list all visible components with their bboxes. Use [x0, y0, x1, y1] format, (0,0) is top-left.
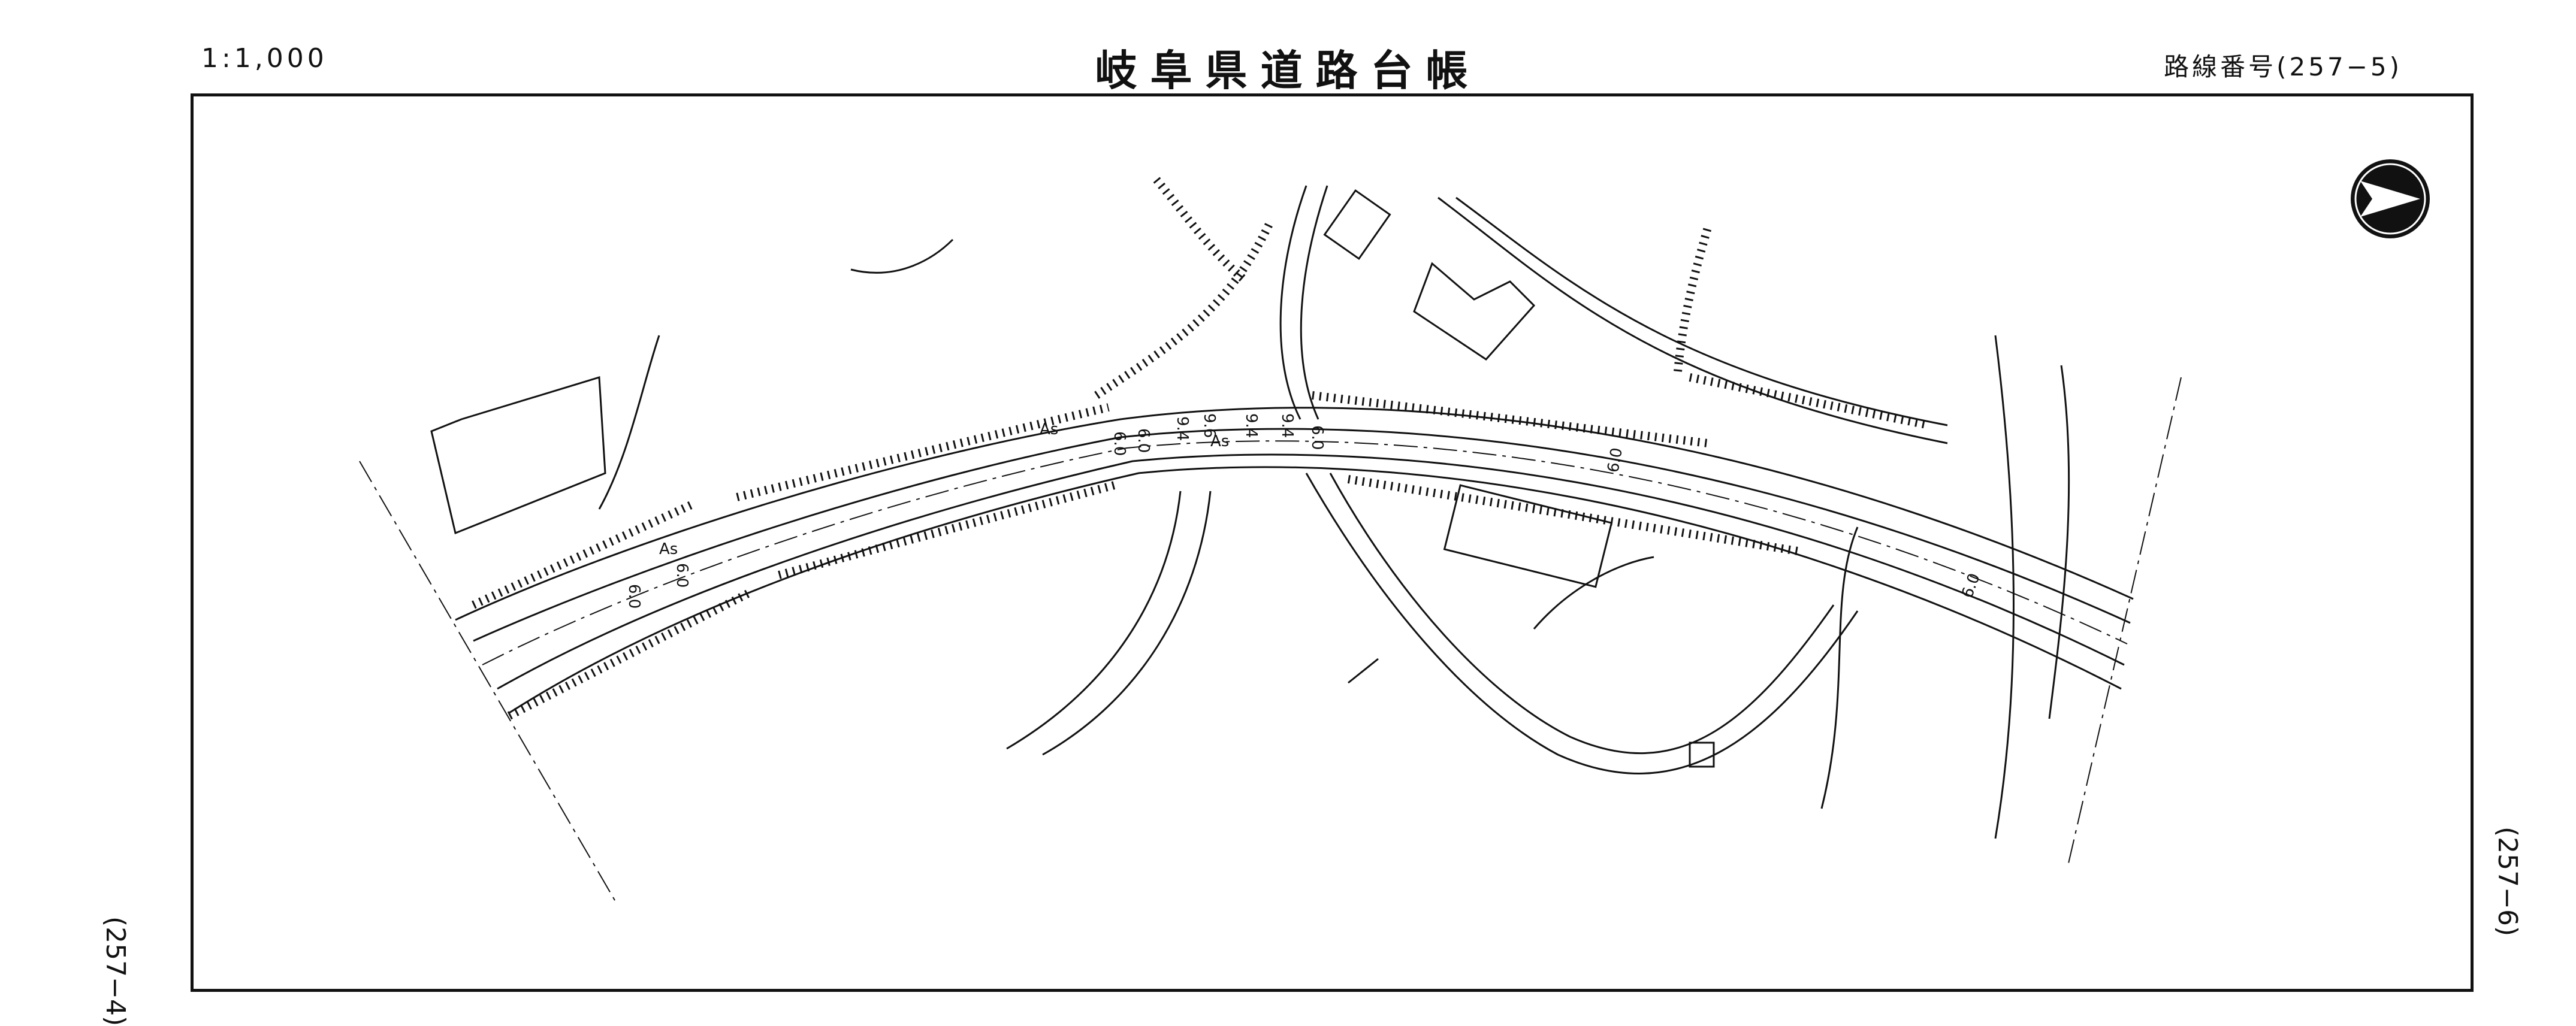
width-label: 6.0	[1958, 571, 1983, 600]
building	[1413, 262, 1536, 361]
left-boundary	[359, 461, 618, 905]
building	[1323, 189, 1391, 261]
width-label: 6.0	[625, 584, 643, 609]
main-road-south-edge	[509, 466, 2122, 714]
loop-road-inner	[1329, 473, 1835, 755]
building	[1689, 741, 1715, 768]
width-label: 6.0	[1134, 428, 1152, 453]
width-label: 6.0	[673, 563, 691, 588]
page-title: 岐阜県道路台帳	[1095, 46, 1481, 95]
right-boundary	[2067, 377, 2182, 869]
main-road-north-edge	[455, 407, 2134, 621]
width-label: 9.6	[1200, 413, 1218, 438]
surface-label: As	[659, 540, 678, 558]
surface-label: As	[1040, 420, 1058, 438]
map-scale: 1:1,000	[201, 43, 328, 74]
width-label: 9.4	[1278, 413, 1296, 438]
surface-label: As	[1210, 432, 1229, 450]
width-label: 9.4	[1242, 413, 1260, 438]
loop-road-outer	[1305, 473, 1859, 774]
width-label: 9.4	[1173, 416, 1191, 441]
building	[1443, 484, 1613, 588]
main-road-inner-north	[473, 428, 2131, 642]
main-road-centerline	[482, 440, 2128, 665]
route-number: 路線番号(257−5)	[2164, 52, 2402, 81]
road-map: 6.0 6.0 6.0 6.0 9.4 9.6 9.4 9.4 6.0 6.0 …	[359, 177, 2182, 905]
north-arrow-icon	[2351, 159, 2430, 238]
width-label: 6.0	[1308, 425, 1326, 450]
width-label: 6.0	[1604, 446, 1626, 474]
width-label: 6.0	[1110, 431, 1128, 456]
main-road-inner-south	[497, 453, 2125, 690]
